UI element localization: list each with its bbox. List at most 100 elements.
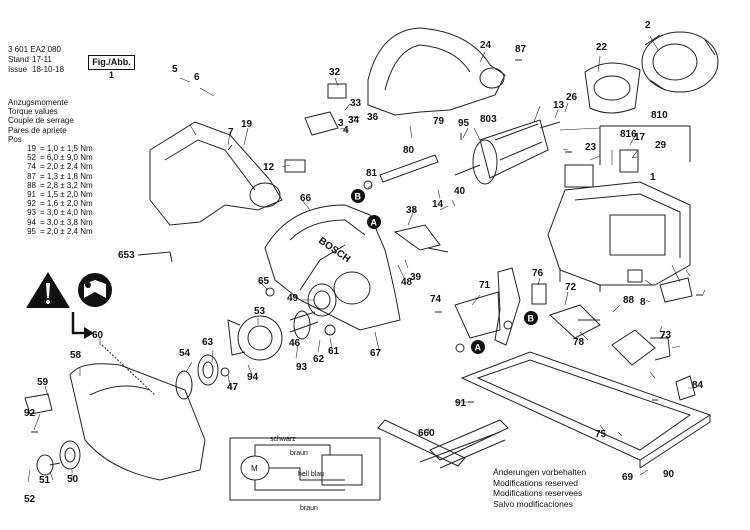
bearing-washers-part <box>175 354 219 400</box>
return-spring-part <box>101 344 156 396</box>
lock-button-part <box>531 283 547 305</box>
wire-label-black: schwarz <box>270 436 296 443</box>
torque-pos: 95 <box>27 226 36 236</box>
torque-pos: 93 <box>27 208 36 218</box>
part-callout-90: 90 <box>663 469 675 480</box>
part-callout-60: 60 <box>92 330 104 341</box>
part-callout-95: 95 <box>458 118 470 129</box>
part-callout-19: 19 <box>241 119 253 130</box>
part-callout-74: 74 <box>430 294 442 305</box>
torque-value: = 2,0 ± 2,4 Nm <box>40 226 93 236</box>
part-callout-75: 75 <box>595 429 607 440</box>
guide-rod-part <box>379 154 439 183</box>
torque-value: = 1,0 ± 1,5 Nm <box>40 144 93 154</box>
wire-label-brown-1: braun <box>290 450 308 457</box>
part-callout-53: 53 <box>254 306 266 317</box>
part-callout-51: 51 <box>39 475 51 486</box>
part-callout-24: 24 <box>480 40 492 51</box>
leader-lines <box>27 35 706 483</box>
part-callout-73: 73 <box>660 330 672 341</box>
torque-pos: 94 <box>27 217 36 227</box>
brand-logo: BOSCH <box>316 235 352 265</box>
part-callout-29: 29 <box>655 140 667 151</box>
note-de: Änderungen vorbehalten <box>493 467 587 477</box>
torque-title-fr: Couple de serrage <box>8 116 74 126</box>
modification-notes: Änderungen vorbehalten Modifications res… <box>493 467 586 509</box>
torque-row: 91= 1,5 ± 2,0 Nm <box>8 190 93 199</box>
part-callout-93: 93 <box>296 362 308 373</box>
part-callout-1: 1 <box>650 172 656 183</box>
base-plate-part <box>460 351 712 469</box>
torque-row: 94= 3,0 ± 3,8 Nm <box>8 218 93 227</box>
part-callout-38: 38 <box>406 205 418 216</box>
torque-value: = 1,3 ± 1,8 Nm <box>40 171 93 181</box>
part-callout-803: 803 <box>480 114 497 125</box>
marker-letter: B <box>355 192 362 202</box>
handle-housing-right-part <box>367 27 506 116</box>
marker-letter: A <box>475 343 482 353</box>
wiring-diagram <box>229 437 381 501</box>
part-callout-26: 26 <box>566 92 578 103</box>
parallel-guide-part <box>377 419 509 469</box>
note-fr: Modifications reservees <box>493 488 583 498</box>
clip-12-part <box>284 159 306 173</box>
terminal-parts <box>627 269 693 303</box>
part-callout-88: 88 <box>623 295 635 306</box>
part-callout-32: 32 <box>329 67 341 78</box>
note-es: Salvo modificaciones <box>493 498 573 509</box>
angle-bracket-part <box>454 267 521 346</box>
part-callout-36: 36 <box>367 112 379 123</box>
part-callout-52: 52 <box>24 494 36 505</box>
part-callout-653: 653 <box>118 250 135 261</box>
part-callout-2: 2 <box>645 20 651 31</box>
marker-circle <box>524 311 538 325</box>
torque-row: 95 = 2,0 ± 2,4 Nm <box>8 227 93 236</box>
brush-assembly-part <box>564 125 691 188</box>
part-callout-69: 69 <box>622 472 634 483</box>
part-callout-81: 81 <box>366 168 378 179</box>
part-callout-91: 91 <box>455 398 467 409</box>
part-callout-14: 14 <box>432 199 444 210</box>
part-callout-94: 94 <box>247 372 259 383</box>
part-callout-33: 33 <box>350 98 362 109</box>
part-callout-87: 87 <box>515 44 527 55</box>
torque-row: 87 = 1,3 ± 1,8 Nm <box>8 172 93 181</box>
gear-spindle-part <box>227 310 319 361</box>
part-callout-7: 7 <box>228 127 234 138</box>
handle-housing-left-part <box>149 121 283 226</box>
part-callout-62: 62 <box>313 354 325 365</box>
wing-bracket-part <box>393 224 449 253</box>
part-callout-810: 810 <box>651 110 668 121</box>
part-callout-6: 6 <box>194 72 200 83</box>
marker-circle <box>367 215 381 229</box>
issue-label: Issue <box>8 65 28 74</box>
small-clip-part <box>24 393 53 415</box>
marker-circle <box>471 340 485 354</box>
stand-label: Stand <box>8 55 29 64</box>
arrow-icon <box>71 312 94 339</box>
part-callout-58: 58 <box>70 350 82 361</box>
motor-symbol: M <box>251 464 258 473</box>
flange-part <box>59 440 81 470</box>
part-callout-660: 660 <box>418 428 435 439</box>
part-callout-816: 816 <box>620 129 637 140</box>
warning-triangle-icon <box>26 272 70 308</box>
lever-part <box>611 329 671 366</box>
fasteners <box>31 59 702 433</box>
part-callout-61: 61 <box>328 346 340 357</box>
torque-value: = 3,0 ± 4,0 Nm <box>40 208 93 218</box>
torque-table: Anzugsmomente Torque values Couple de se… <box>8 98 93 236</box>
torque-value: = 2,0 ± 2,4 Nm <box>40 162 93 172</box>
part-callout-63: 63 <box>202 337 214 348</box>
part-callout-50: 50 <box>67 474 79 485</box>
motor-housing-part <box>547 181 691 292</box>
part-callout-80: 80 <box>403 145 415 156</box>
part-callout-23: 23 <box>585 142 597 153</box>
part-callout-78: 78 <box>573 337 585 348</box>
torque-row: 88= 2,8 ± 3,2 Nm <box>8 181 93 190</box>
torque-pos: 91 <box>27 190 36 200</box>
armature-part <box>454 119 561 185</box>
torque-pos: 87 <box>27 171 36 181</box>
